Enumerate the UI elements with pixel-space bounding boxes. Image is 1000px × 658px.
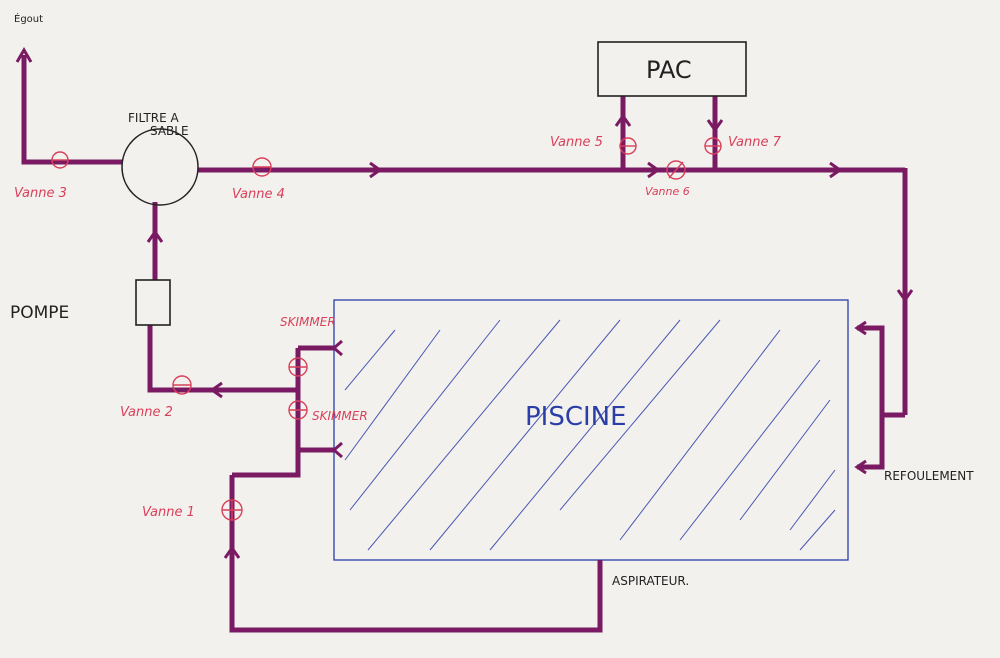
arrow-vanne2-left [209, 381, 223, 399]
filter-label-line1: FILTRE A [128, 111, 180, 125]
flow-arrows [15, 47, 914, 559]
vanne-3-valve [51, 151, 69, 169]
pump-label: POMPE [10, 303, 69, 323]
arrow-refoulement-down [896, 289, 914, 303]
arrow-skimmer-1 [331, 339, 343, 357]
vanne-5-valve [619, 137, 637, 155]
vanne-4-label: Vanne 4 [232, 187, 285, 202]
heat-pump-label: PAC [646, 56, 692, 84]
pipe-skimmer-branch [232, 348, 301, 478]
vanne-3-label: Vanne 3 [14, 186, 67, 201]
skimmer-2-valve [288, 400, 308, 420]
arrow-main-1 [369, 161, 383, 179]
aspirateur-label: ASPIRATEUR. [612, 574, 689, 588]
pool-label: PISCINE [525, 402, 627, 432]
pipe-refoulement-loop [857, 325, 905, 418]
vanne-2-valve [172, 375, 192, 395]
vanne-5-label: Vanne 5 [550, 135, 603, 150]
arrow-refoulement-in-1 [854, 320, 867, 336]
arrow-refoulement-in-2 [854, 459, 867, 475]
pipe-egout [21, 55, 122, 165]
refoulement-label: REFOULEMENT [884, 469, 974, 483]
vanne-6-valve [666, 160, 686, 180]
vanne-7-label: Vanne 7 [728, 135, 782, 150]
arrow-pac-up [614, 113, 632, 127]
vanne-6-label: Vanne 6 [645, 185, 690, 198]
vanne-1-valve [221, 499, 243, 521]
pool: PISCINE [333, 299, 849, 561]
valves [51, 137, 722, 521]
pool-hatching [344, 319, 836, 551]
arrow-egout-up [15, 47, 33, 63]
pipes [21, 55, 908, 633]
heat-pump: PAC [597, 41, 747, 97]
vanne-2-label: Vanne 2 [120, 405, 173, 420]
vanne-4-valve [252, 157, 272, 177]
skimmer-1-valve [288, 357, 308, 377]
arrow-main-2 [829, 161, 843, 179]
heat-pump-box [597, 41, 747, 97]
skimmer-1-label: SKIMMER [280, 315, 336, 329]
pipe-refoulement-bottom [857, 415, 885, 470]
pool-outline [333, 299, 849, 561]
vanne-7-valve [704, 137, 722, 155]
vanne-1-label: Vanne 1 [142, 505, 195, 520]
arrow-filter-up [146, 229, 164, 243]
arrow-skimmer-2 [331, 441, 343, 459]
skimmer-2-label: SKIMMER [312, 409, 368, 423]
labels: Égout FILTRE A SABLE POMPE Vanne 3 Vanne… [10, 12, 974, 588]
arrow-pac-down [706, 119, 724, 133]
arrow-main-3 [647, 161, 661, 179]
pump [135, 279, 171, 326]
pump-box [135, 279, 171, 326]
filter-label-line2: SABLE [150, 124, 189, 138]
sand-filter-tank [121, 128, 199, 206]
egout-label: Égout [14, 12, 43, 25]
pipe-pump-to-skimmer [147, 325, 298, 393]
pipe-aspirateur [229, 475, 603, 633]
sand-filter [121, 128, 199, 206]
arrow-vanne1-up [223, 545, 241, 559]
